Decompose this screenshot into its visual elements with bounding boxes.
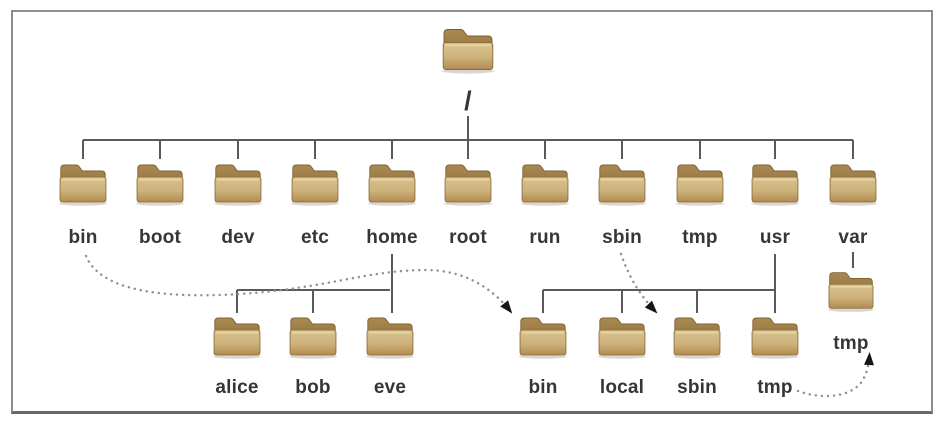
usr-local-folder-icon	[594, 311, 650, 361]
var-folder-label: var	[838, 227, 868, 248]
usr-folder-label: usr	[759, 227, 791, 248]
boot-folder-icon	[132, 158, 188, 208]
root-folder-label: /	[464, 86, 472, 116]
usr-tmp-folder-icon	[747, 311, 803, 361]
usr-folder-icon	[747, 158, 803, 208]
bin-folder-label: bin	[68, 227, 98, 248]
etc-folder-label: etc	[300, 227, 330, 248]
usr-bin-folder-icon	[515, 311, 571, 361]
home-alice-folder-icon	[209, 311, 265, 361]
sbin-folder-icon	[594, 158, 650, 208]
var-folder-icon	[825, 158, 881, 208]
home-folder-icon	[364, 158, 420, 208]
var-tmp-folder-label: tmp	[833, 333, 869, 354]
tmp-folder-icon	[672, 158, 728, 208]
usr-local-folder-label: local	[599, 377, 645, 398]
dev-folder-icon	[210, 158, 266, 208]
usr-sbin-folder-icon	[669, 311, 725, 361]
run-folder-icon	[517, 158, 573, 208]
usr-tmp-folder-label: tmp	[757, 377, 793, 398]
root-folder-icon	[440, 158, 496, 208]
sbin-folder-label: sbin	[602, 227, 642, 248]
usr-sbin-folder-label: sbin	[677, 377, 717, 398]
home-alice-folder-label: alice	[215, 377, 259, 398]
home-folder-label: home	[366, 227, 418, 248]
tmp-folder-label: tmp	[682, 227, 718, 248]
usr-bin-folder-label: bin	[528, 377, 558, 398]
root-folder-label: root	[449, 227, 487, 248]
home-bob-folder-label: bob	[295, 377, 331, 398]
home-bob-folder-icon	[285, 311, 341, 361]
run-folder-label: run	[529, 227, 561, 248]
var-tmp-folder-icon	[824, 266, 878, 314]
dev-folder-label: dev	[221, 227, 255, 248]
home-eve-folder-icon	[362, 311, 418, 361]
etc-folder-icon	[287, 158, 343, 208]
root-folder-icon	[438, 22, 498, 76]
home-eve-folder-label: eve	[373, 377, 407, 398]
bin-folder-icon	[55, 158, 111, 208]
boot-folder-label: boot	[139, 227, 181, 248]
